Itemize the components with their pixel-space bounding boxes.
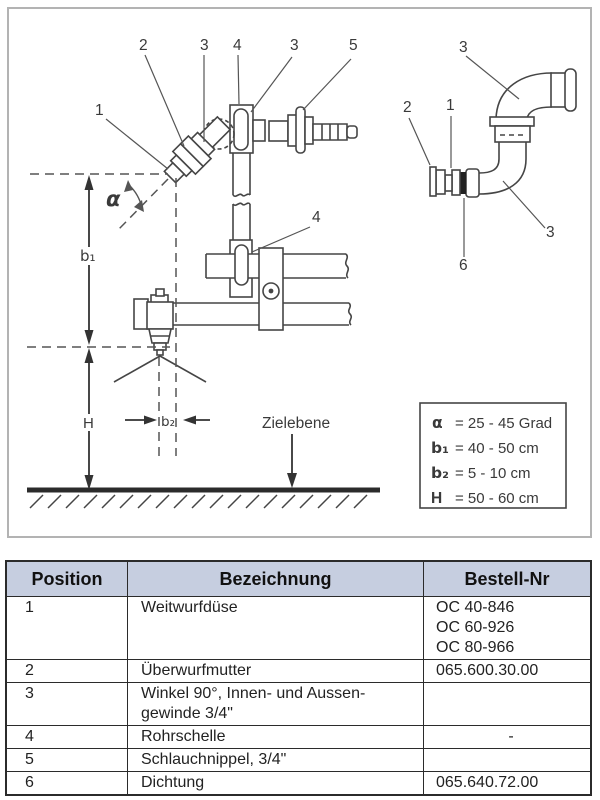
- callout-4a: 4: [233, 37, 242, 54]
- name-cell: Rohrschelle: [127, 726, 423, 748]
- riser-pipe: [232, 153, 251, 244]
- header-bezeichnung: Bezeichnung: [127, 562, 423, 596]
- legend-val-b2: = 5 - 10 cm: [455, 465, 530, 482]
- table-row: 2 Überwurfmutter 065.600.30.00: [7, 659, 590, 682]
- callout-3b: 3: [290, 37, 299, 54]
- cell-line: Dichtung: [141, 774, 205, 791]
- hose-nipple: [268, 106, 358, 154]
- cell-line: OC 80-966: [436, 639, 515, 656]
- position-cell: 2: [25, 662, 34, 679]
- order-cell: 065.640.72.00: [423, 772, 590, 794]
- table-row: 5 Schlauchnippel, 3/4": [7, 748, 590, 771]
- callout-6-right: 6: [459, 257, 468, 274]
- legend-sym-h: H: [431, 490, 442, 507]
- name-cell: Dichtung: [127, 772, 423, 794]
- callout-5: 5: [349, 37, 358, 54]
- nipple-fitting: [444, 169, 461, 196]
- alpha-angle: α: [106, 180, 144, 212]
- position-cell: 3: [25, 685, 34, 702]
- stub-pipe: [252, 119, 266, 142]
- spray-line-right: [159, 355, 207, 383]
- order-cell: OC 40-846 OC 60-926 OC 80-966: [423, 597, 590, 659]
- cell-line: OC 40-846: [436, 599, 515, 616]
- legend-sym-alpha: α: [432, 414, 443, 432]
- callout-1-right: 1: [446, 97, 455, 114]
- position-cell: 4: [25, 728, 34, 745]
- main-assembly-drawing: [113, 104, 358, 383]
- header-bestell-nr: Bestell-Nr: [423, 562, 590, 596]
- dimension-legend: α = 25 - 45 Grad b₁ = 40 - 50 cm b₂ = 5 …: [419, 402, 567, 509]
- upper-elbow: [489, 68, 577, 143]
- cell-line: 065.640.72.00: [436, 774, 539, 791]
- legend-sym-b1: b₁: [431, 439, 449, 457]
- legend-val-h: = 50 - 60 cm: [455, 490, 539, 507]
- wide-throw-nozzle: [163, 115, 232, 184]
- zielebene-label: Zielebene: [262, 415, 330, 432]
- ground-line: [27, 487, 380, 509]
- callout-leaders: [105, 54, 546, 257]
- name-cell: Weitwurfdüse: [127, 597, 423, 659]
- callout-3-right-top: 3: [459, 39, 468, 56]
- pipe-end-cap: [133, 298, 149, 330]
- position-cell: 6: [25, 774, 34, 791]
- b2-label: b₂: [161, 414, 175, 430]
- seal-ring: [460, 172, 466, 194]
- name-cell: Schlauchnippel, 3/4": [127, 749, 423, 771]
- cell-line: Rohrschelle: [141, 728, 226, 745]
- installation-diagram: α b₁ H b₂ Zielebene: [7, 7, 592, 538]
- cell-line: Überwurfmutter: [141, 662, 252, 679]
- cell-line: Weitwurfdüse: [141, 599, 238, 616]
- cell-line: -: [508, 728, 514, 745]
- order-cell: [423, 683, 590, 725]
- down-nozzle: [113, 288, 207, 383]
- h-dimension: H: [80, 348, 99, 490]
- order-cell: -: [423, 726, 590, 748]
- cell-line: Winkel 90°, Innen- und Aussen-: [141, 685, 366, 702]
- lower-elbow: [465, 142, 527, 198]
- b2-dimension: b₂: [125, 414, 210, 430]
- name-cell: Überwurfmutter: [127, 660, 423, 682]
- table-row: 1 Weitwurfdüse OC 40-846 OC 60-926 OC 80…: [7, 596, 590, 659]
- table-header-row: Position Bezeichnung Bestell-Nr: [7, 562, 590, 596]
- lower-clamp-slot: [234, 244, 249, 286]
- cell-line: OC 60-926: [436, 619, 515, 636]
- callout-3-right-bottom: 3: [546, 224, 555, 241]
- table-row: 3 Winkel 90°, Innen- und Aussen- gewinde…: [7, 682, 590, 725]
- zielebene-annotation: Zielebene: [262, 415, 330, 488]
- lower-horizontal-pipe: [147, 302, 353, 326]
- parts-table: Position Bezeichnung Bestell-Nr 1 Weitwu…: [5, 560, 592, 796]
- upper-clamp-slot: [233, 108, 249, 151]
- legend-sym-b2: b₂: [431, 464, 449, 482]
- h-label: H: [83, 415, 94, 432]
- b1-dimension: b₁: [77, 175, 101, 345]
- cell-line: Schlauchnippel, 3/4": [141, 751, 287, 768]
- alpha-label: α: [106, 187, 121, 211]
- callout-2-right: 2: [403, 99, 412, 116]
- callout-2: 2: [139, 37, 148, 54]
- union-nut: [429, 166, 446, 197]
- order-cell: 065.600.30.00: [423, 660, 590, 682]
- position-cell: 1: [25, 599, 34, 616]
- callout-4b: 4: [312, 209, 321, 226]
- table-row: 4 Rohrschelle -: [7, 725, 590, 748]
- callout-1: 1: [95, 102, 104, 119]
- legend-val-alpha: = 25 - 45 Grad: [455, 415, 552, 432]
- elbow-detail-drawing: [429, 68, 577, 198]
- legend-val-b1: = 40 - 50 cm: [455, 440, 539, 457]
- header-position: Position: [31, 569, 103, 589]
- callout-3a: 3: [200, 37, 209, 54]
- position-cell: 5: [25, 751, 34, 768]
- b1-label: b₁: [80, 247, 96, 265]
- cell-line: 065.600.30.00: [436, 662, 539, 679]
- spray-line-left: [113, 355, 161, 383]
- name-cell: Winkel 90°, Innen- und Aussen- gewinde 3…: [127, 683, 423, 725]
- cell-line: gewinde 3/4": [141, 705, 233, 722]
- callout-numbers: 1 2 3 4 3 5 4 3 2 1 6 3: [95, 37, 555, 274]
- construction-lines: [27, 173, 177, 456]
- order-cell: [423, 749, 590, 771]
- table-row: 6 Dichtung 065.640.72.00: [7, 771, 590, 794]
